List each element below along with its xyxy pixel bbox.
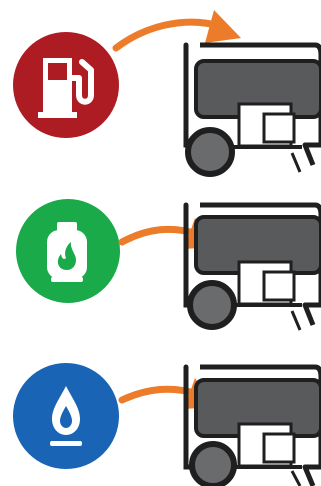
wheel-3	[192, 444, 234, 486]
arrow-1-head	[205, 10, 241, 43]
generator-2	[186, 205, 321, 330]
natural-gas-row	[13, 363, 321, 486]
generator-3	[186, 367, 321, 486]
wheel-2	[190, 283, 234, 327]
propane-row	[16, 199, 321, 330]
gasoline-row	[13, 10, 321, 174]
wheel-1	[188, 130, 232, 174]
generator-1	[186, 45, 321, 174]
